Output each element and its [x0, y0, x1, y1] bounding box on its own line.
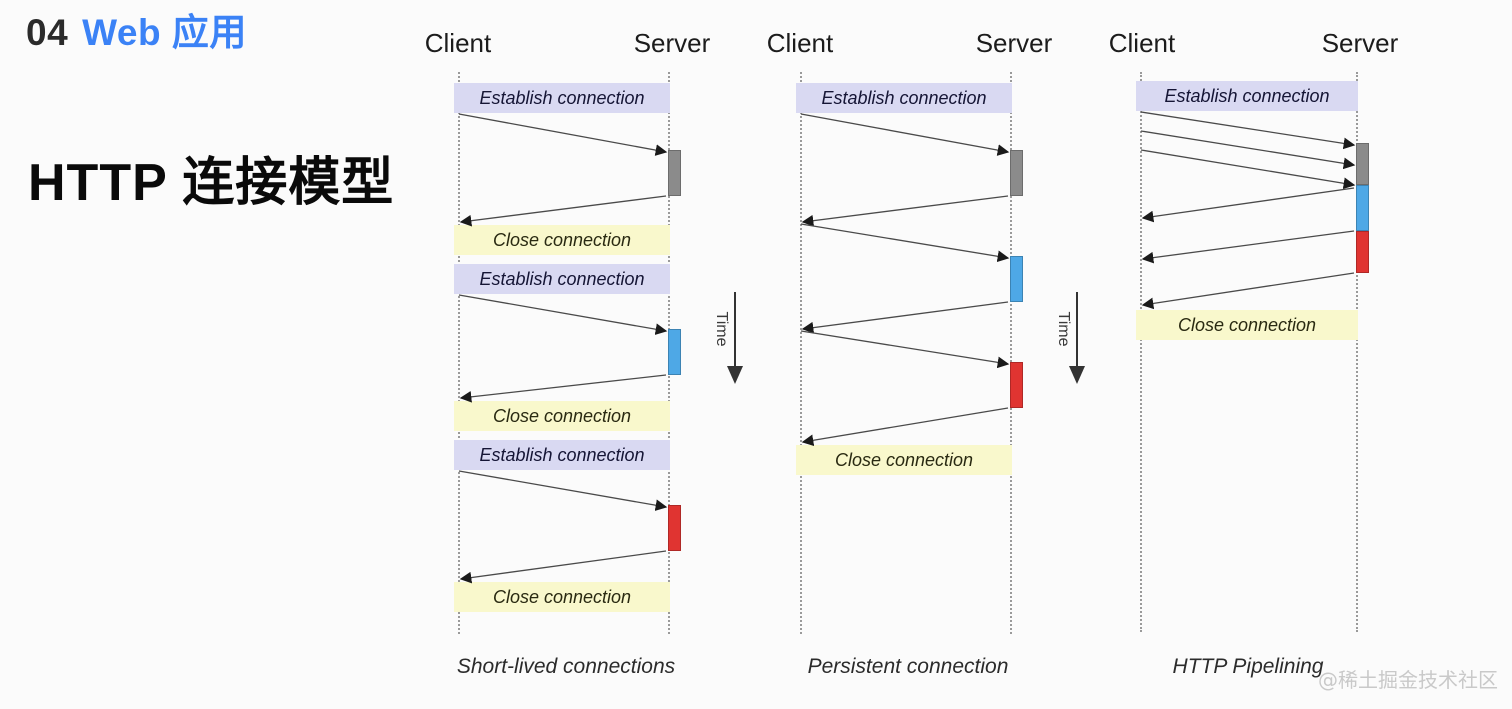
actor-label-client: Client	[766, 28, 834, 58]
panel-caption-short-lived: Short-lived connections	[456, 655, 676, 678]
panel-pipelining: Client Server Establish connection Close…	[1096, 0, 1436, 709]
activation-bar-gray	[1356, 143, 1369, 185]
banner-establish-3: Establish connection	[454, 440, 670, 470]
banner-establish-1: Establish connection	[796, 83, 1012, 113]
banner-establish-2: Establish connection	[454, 264, 670, 294]
panel-caption-persistent: Persistent connection	[807, 655, 1009, 678]
lifeline-client	[800, 72, 802, 634]
lifeline-server	[1010, 72, 1012, 634]
time-axis-line	[734, 292, 736, 370]
message-arrows	[1140, 111, 1356, 310]
banner-close-1: Close connection	[796, 445, 1012, 475]
activation-bar-red	[1356, 231, 1369, 273]
activation-bar-red	[1010, 362, 1023, 408]
banner-establish-1: Establish connection	[1136, 81, 1358, 111]
watermark: @稀土掘金技术社区	[1318, 668, 1498, 692]
section-heading: 04 Web 应用	[26, 2, 247, 56]
time-axis-2: Time	[1044, 292, 1090, 392]
time-axis-label: Time	[1055, 311, 1072, 347]
time-axis-1: Time	[702, 292, 748, 392]
banner-close-3: Close connection	[454, 582, 670, 612]
actor-label-server: Server	[1321, 28, 1399, 58]
lifeline-client	[458, 72, 460, 634]
actor-label-client: Client	[424, 28, 492, 58]
panel-persistent: Client Server Establish connection Close…	[752, 0, 1092, 709]
time-axis-line	[1076, 292, 1078, 370]
time-axis-arrowhead-icon	[727, 366, 743, 384]
activation-bar-gray	[668, 150, 681, 196]
message-arrows	[458, 113, 668, 584]
message-arrows	[800, 113, 1010, 447]
time-axis-label: Time	[713, 311, 730, 347]
actor-label-client: Client	[1108, 28, 1176, 58]
actor-label-server: Server	[975, 28, 1053, 58]
time-axis-arrowhead-icon	[1069, 366, 1085, 384]
diagram-area: Client Server Establish connection Close…	[410, 0, 1512, 709]
banner-close-1: Close connection	[1136, 310, 1358, 340]
activation-bar-red	[668, 505, 681, 551]
lifeline-server	[1356, 72, 1358, 632]
activation-bar-gray	[1010, 150, 1023, 196]
banner-close-2: Close connection	[454, 401, 670, 431]
activation-bar-blue	[668, 329, 681, 375]
section-label: Web 应用	[82, 12, 247, 53]
activation-bar-blue	[1356, 185, 1369, 231]
banner-close-1: Close connection	[454, 225, 670, 255]
actor-label-server: Server	[633, 28, 711, 58]
banner-establish-1: Establish connection	[454, 83, 670, 113]
page-title: HTTP 连接模型	[28, 154, 395, 212]
title-block: 04 Web 应用 HTTP 连接模型	[0, 0, 410, 709]
panel-short-lived: Client Server Establish connection Close…	[410, 0, 750, 709]
activation-bar-blue	[1010, 256, 1023, 302]
panel-caption-pipelining: HTTP Pipelining	[1172, 655, 1324, 678]
lifeline-client	[1140, 72, 1142, 632]
section-number: 04	[26, 12, 69, 53]
